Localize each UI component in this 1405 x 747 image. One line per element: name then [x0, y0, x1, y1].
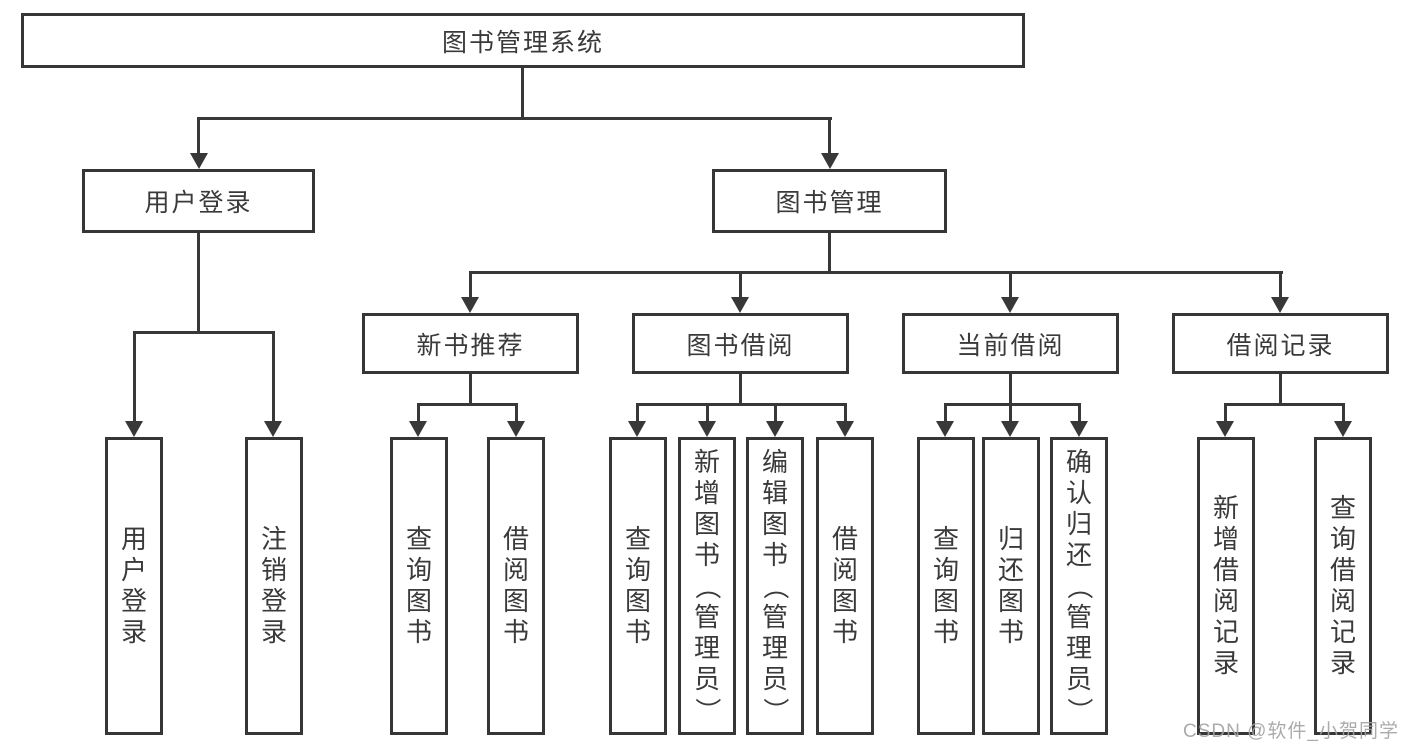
arrowhead-borrowing-records [1271, 297, 1289, 313]
edge-drop-add-book [706, 403, 709, 422]
arrowhead-borrow-book-2 [836, 421, 854, 437]
arrowhead-leaf-logout [264, 421, 282, 437]
arrowhead-query-book-3 [936, 421, 954, 437]
leaf-logout: 注销登录 [245, 437, 303, 735]
node-root-label: 图书管理系统 [441, 28, 604, 57]
node-user-login-label: 用户登录 [144, 189, 253, 217]
arrowhead-query-book-1 [409, 421, 427, 437]
edge-drop-confirm-return [1078, 403, 1081, 422]
edge-drop-query-book-2 [636, 403, 639, 422]
edge-records-branch [1224, 403, 1345, 406]
edge-current-branch [944, 403, 1081, 406]
edge-level3-branch [469, 271, 1283, 274]
edge-drop-new-book-recommend [469, 271, 472, 298]
edge-drop-current-borrowing [1009, 271, 1012, 298]
leaf-borrow-book-1-label: 借阅图书 [502, 524, 529, 647]
edge-rec-branch [417, 403, 518, 406]
edge-drop-query-book-1 [417, 403, 420, 422]
node-current-borrowing: 当前借阅 [902, 313, 1119, 374]
arrowhead-new-book-recommend [461, 297, 479, 313]
leaf-return-book-label: 归还图书 [997, 524, 1024, 647]
edge-drop-add-record [1224, 403, 1227, 422]
leaf-confirm-return-admin: 确认归还（管理员） [1050, 437, 1108, 735]
edge-drop-return-book [1009, 403, 1012, 422]
leaf-borrow-book-2-label: 借阅图书 [831, 524, 858, 647]
leaf-edit-book-admin: 编辑图书（管理员） [746, 437, 804, 735]
arrowhead-book-management [821, 153, 839, 169]
leaf-query-book-1-label: 查询图书 [405, 524, 432, 647]
arrowhead-user-login [190, 153, 208, 169]
leaf-user-login-label: 用户登录 [120, 524, 147, 647]
arrowhead-leaf-user-login [125, 421, 143, 437]
arrowhead-edit-book [766, 421, 784, 437]
node-book-borrowing: 图书借阅 [632, 313, 849, 374]
node-new-book-recommend-label: 新书推荐 [416, 331, 525, 360]
leaf-confirm-return-admin-label: 确认归还（管理员） [1064, 446, 1095, 724]
leaf-user-login: 用户登录 [105, 437, 163, 735]
leaf-query-book-2: 查询图书 [609, 437, 667, 735]
leaf-query-book-2-label: 查询图书 [624, 524, 651, 647]
edge-borrow-branch [636, 403, 846, 406]
edge-drop-query-record [1342, 403, 1345, 422]
leaf-add-book-admin: 新增图书（管理员） [678, 437, 736, 735]
edge-drop-book-borrowing [739, 271, 742, 298]
edge-drop-leaf-user-login [133, 331, 136, 423]
edge-drop-borrow-book-1 [515, 403, 518, 422]
node-new-book-recommend: 新书推荐 [362, 313, 579, 374]
arrowhead-query-book-2 [628, 421, 646, 437]
edge-rec-trunk [469, 374, 472, 406]
node-user-login: 用户登录 [82, 169, 315, 233]
arrowhead-return-book [1001, 421, 1019, 437]
leaf-return-book: 归还图书 [982, 437, 1040, 735]
leaf-query-borrow-record: 查询借阅记录 [1314, 437, 1372, 735]
leaf-add-book-admin-label: 新增图书（管理员） [692, 446, 723, 724]
node-root-system: 图书管理系统 [21, 13, 1025, 68]
node-book-borrowing-label: 图书借阅 [686, 331, 795, 360]
leaf-borrow-book-1: 借阅图书 [487, 437, 545, 735]
edge-book-management-trunk [828, 233, 831, 273]
edge-current-trunk [1009, 374, 1012, 406]
arrowhead-current-borrowing [1001, 297, 1019, 313]
leaf-logout-label: 注销登录 [260, 524, 287, 647]
arrowhead-query-record [1334, 421, 1352, 437]
leaf-query-book-3-label: 查询图书 [932, 524, 959, 647]
edge-root-trunk [521, 68, 524, 119]
leaf-edit-book-admin-label: 编辑图书（管理员） [760, 446, 791, 724]
edge-records-trunk [1279, 374, 1282, 406]
edge-drop-book-management [828, 117, 831, 155]
edge-user-login-branch [133, 331, 275, 334]
arrowhead-add-book [698, 421, 716, 437]
edge-drop-borrow-book-2 [844, 403, 847, 422]
leaf-query-book-3: 查询图书 [917, 437, 975, 735]
leaf-query-borrow-record-label: 查询借阅记录 [1329, 493, 1356, 678]
node-book-management-label: 图书管理 [775, 189, 884, 217]
node-borrowing-records-label: 借阅记录 [1226, 331, 1335, 360]
edge-drop-leaf-logout [272, 331, 275, 423]
leaf-borrow-book-2: 借阅图书 [816, 437, 874, 735]
node-book-management: 图书管理 [712, 169, 947, 233]
edge-user-login-trunk [197, 233, 200, 333]
edge-drop-edit-book [774, 403, 777, 422]
leaf-add-borrow-record-label: 新增借阅记录 [1212, 493, 1239, 678]
edge-drop-query-book-3 [944, 403, 947, 422]
arrowhead-borrow-book-1 [507, 421, 525, 437]
edge-drop-borrowing-records [1279, 271, 1282, 298]
leaf-add-borrow-record: 新增借阅记录 [1197, 437, 1255, 735]
edge-level2-branch [197, 117, 832, 120]
edge-drop-user-login [197, 117, 200, 155]
arrowhead-add-record [1216, 421, 1234, 437]
edge-borrow-trunk [739, 374, 742, 406]
arrowhead-confirm-return [1070, 421, 1088, 437]
csdn-watermark: CSDN @软件_小贺同学 [1183, 721, 1399, 742]
node-borrowing-records: 借阅记录 [1172, 313, 1389, 374]
node-current-borrowing-label: 当前借阅 [956, 331, 1065, 360]
arrowhead-book-borrowing [731, 297, 749, 313]
leaf-query-book-1: 查询图书 [390, 437, 448, 735]
